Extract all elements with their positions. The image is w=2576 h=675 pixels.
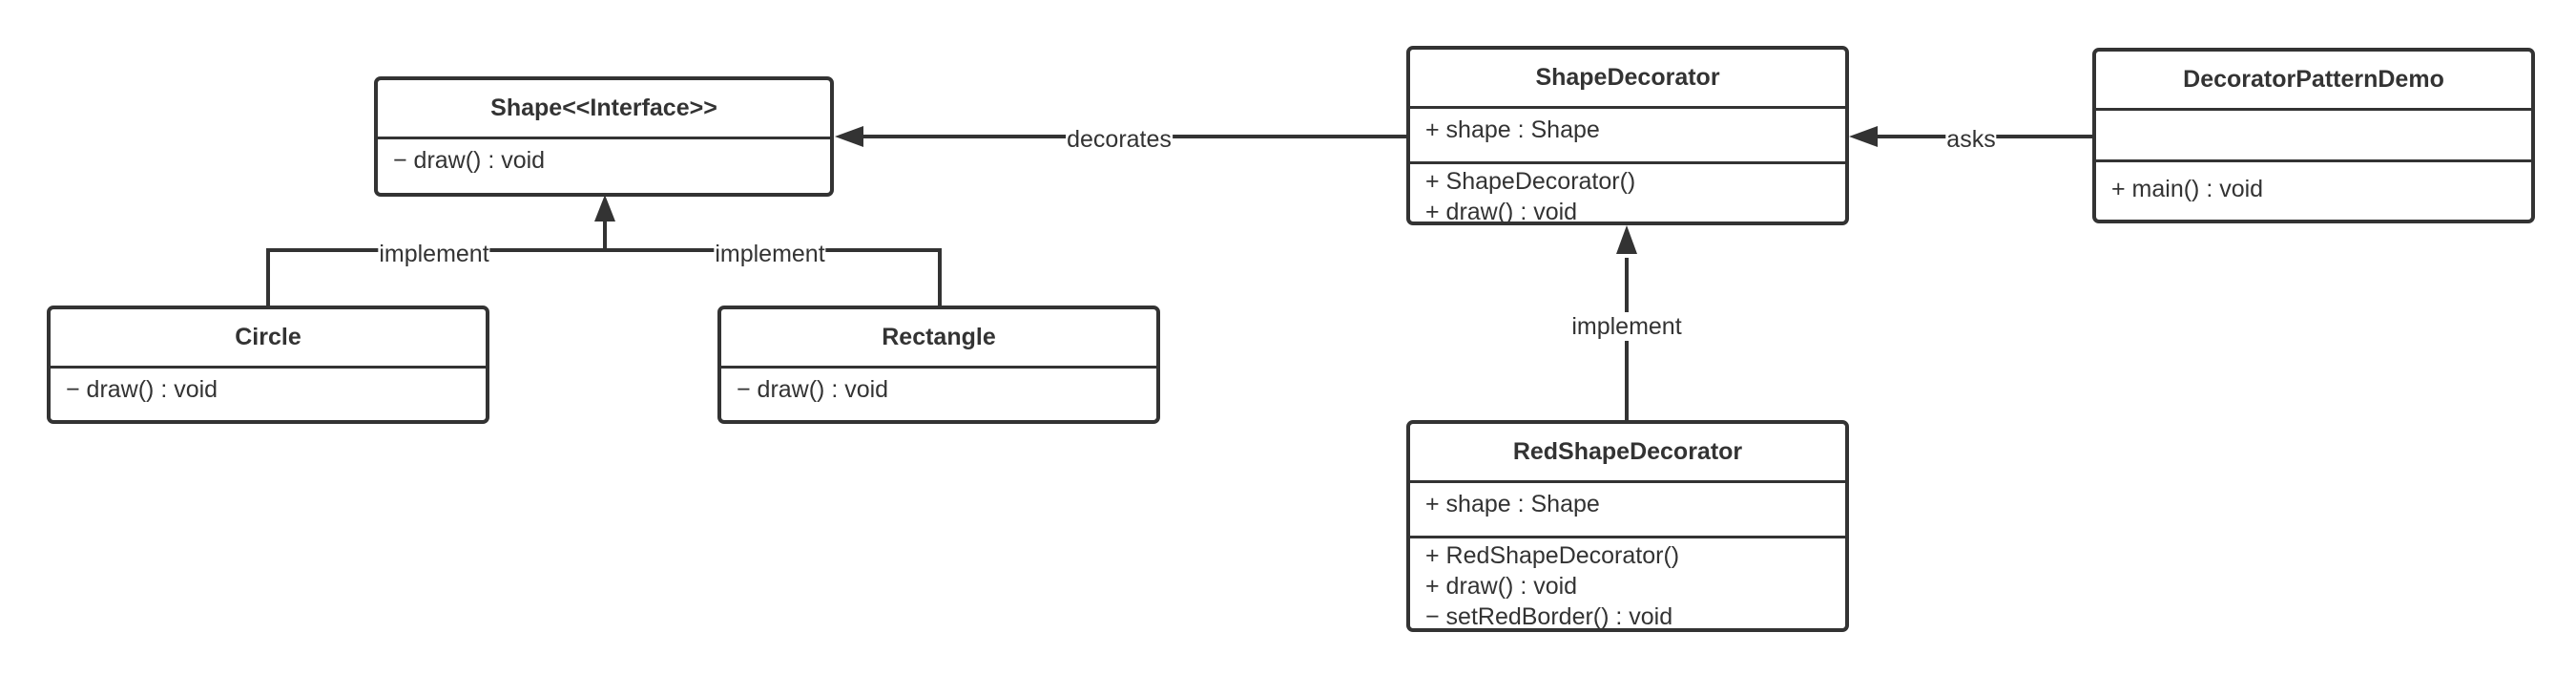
class-methods: + RedShapeDecorator() + draw() : void − … (1410, 538, 1845, 630)
class-methods: − draw() : void (51, 369, 486, 405)
class-attributes: + shape : Shape (1410, 109, 1845, 164)
class-name: Shape<<Interface>> (378, 80, 830, 139)
class-member: + draw() : void (1425, 199, 1578, 225)
class-name: ShapeDecorator (1410, 50, 1845, 109)
class-member: − draw() : void (393, 147, 546, 174)
class-member: − draw() : void (737, 376, 889, 403)
class-decorator-pattern-demo[interactable]: DecoratorPatternDemo + main() : void (2092, 48, 2535, 223)
edge-label-red-implement: implement (1570, 312, 1683, 341)
class-member: + ShapeDecorator() (1425, 168, 1636, 195)
class-name: RedShapeDecorator (1410, 424, 1845, 483)
class-shape-interface[interactable]: Shape<<Interface>> − draw() : void (374, 76, 834, 197)
class-methods: − draw() : void (721, 369, 1156, 405)
class-circle[interactable]: Circle − draw() : void (47, 306, 489, 424)
edge-label-asks: asks (1945, 125, 1997, 154)
class-rectangle[interactable]: Rectangle − draw() : void (717, 306, 1160, 424)
class-member: + RedShapeDecorator() (1425, 542, 1680, 569)
arrowhead-shape (594, 195, 615, 221)
class-name: DecoratorPatternDemo (2096, 52, 2531, 111)
edge-label-circle-implement: implement (378, 240, 490, 268)
class-attributes (2096, 111, 2531, 162)
edge-label-decorates: decorates (1066, 125, 1173, 154)
class-member: + shape : Shape (1425, 491, 1600, 517)
class-attributes: + shape : Shape (1410, 483, 1845, 538)
class-member: + shape : Shape (1425, 116, 1600, 143)
arrowhead-asks (1849, 126, 1878, 147)
class-member: + draw() : void (1425, 573, 1578, 600)
arrowhead-decorates (835, 126, 863, 147)
class-name: Circle (51, 309, 486, 369)
class-red-shape-decorator[interactable]: RedShapeDecorator + shape : Shape + RedS… (1406, 420, 1849, 632)
edge-label-rectangle-implement: implement (714, 240, 826, 268)
arrowhead-decorator (1616, 225, 1637, 254)
class-name: Rectangle (721, 309, 1156, 369)
class-shape-decorator[interactable]: ShapeDecorator + shape : Shape + ShapeDe… (1406, 46, 1849, 225)
class-member: + main() : void (2111, 176, 2264, 202)
class-methods: − draw() : void (378, 139, 830, 176)
class-member: − setRedBorder() : void (1425, 603, 1673, 630)
class-member: − draw() : void (66, 376, 218, 403)
class-methods: + ShapeDecorator() + draw() : void (1410, 164, 1845, 225)
class-methods: + main() : void (2096, 162, 2531, 204)
